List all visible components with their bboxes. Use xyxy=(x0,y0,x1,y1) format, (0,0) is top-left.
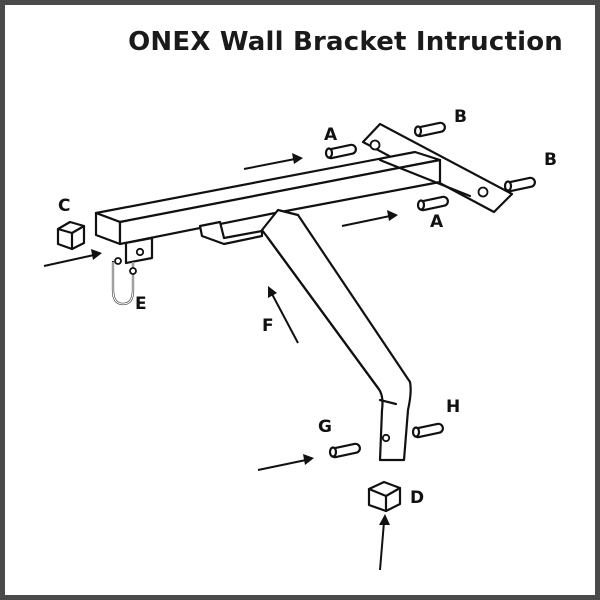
label-a-top: A xyxy=(324,125,338,145)
label-b-top: B xyxy=(454,107,467,127)
bolt-h xyxy=(411,422,444,439)
arrow-to-strut xyxy=(268,286,299,344)
bolt-a-bottom xyxy=(416,195,449,212)
arrow-to-arm-top xyxy=(243,153,303,170)
end-cap-d xyxy=(367,480,402,513)
end-cap-c xyxy=(56,220,86,251)
bolt-g xyxy=(328,442,361,459)
bolt-a-top xyxy=(324,143,357,160)
label-e: E xyxy=(135,294,147,314)
bolt-b-right xyxy=(503,176,536,193)
u-hook-e xyxy=(111,257,137,306)
label-b-right: B xyxy=(544,150,557,170)
support-strut xyxy=(260,208,412,462)
under-lug xyxy=(198,220,264,246)
label-f: F xyxy=(262,316,274,336)
label-g: G xyxy=(318,417,332,437)
page-title: ONEX Wall Bracket Intruction xyxy=(128,27,563,57)
hook-tab xyxy=(124,236,154,265)
arrow-to-bolt-g xyxy=(257,454,314,471)
bolt-b-top xyxy=(413,121,446,138)
label-h: H xyxy=(446,397,460,417)
label-d: D xyxy=(410,488,424,508)
arrow-to-cap-c xyxy=(43,249,102,267)
arrow-to-plate-bottom xyxy=(341,210,398,227)
arrow-to-cap-d xyxy=(379,514,390,571)
label-a-bottom: A xyxy=(430,212,444,232)
main-arm xyxy=(94,150,472,246)
label-c: C xyxy=(58,196,70,216)
